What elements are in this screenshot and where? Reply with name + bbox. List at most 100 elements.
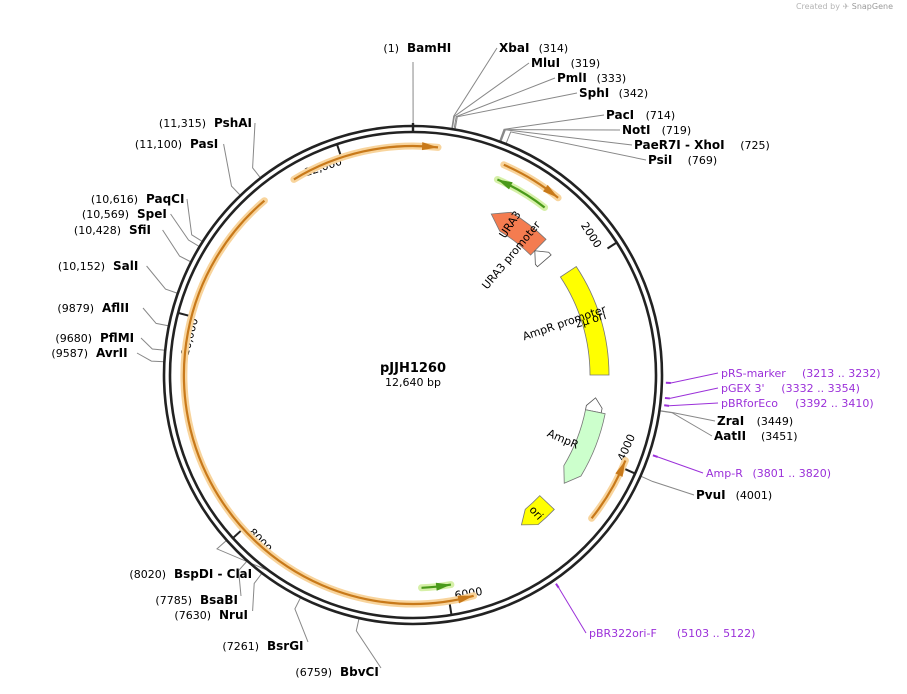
site-name: AatII — [714, 429, 746, 443]
site-bamhi[interactable]: BamHI(1) — [383, 41, 451, 55]
orf-arrow-long[interactable] — [182, 199, 474, 606]
site-leader-line — [499, 129, 621, 142]
credit-brand: SnapGene — [851, 2, 893, 11]
scale-tick — [606, 241, 618, 250]
site-leader-line — [453, 77, 556, 130]
site-position: (314) — [539, 42, 569, 55]
site-leader-line — [136, 352, 165, 363]
primer-range: (3213 .. 3232) — [802, 367, 881, 380]
site-position: (7785) — [155, 594, 192, 607]
site-leader-line — [140, 337, 166, 351]
site-leader-line — [223, 143, 241, 196]
site-avrii[interactable]: AvrII(9587) — [51, 346, 127, 360]
scale-tick — [624, 468, 636, 475]
site-pshai[interactable]: PshAI(11,315) — [159, 116, 252, 130]
site-name: PaeR7I - XhoI — [634, 138, 725, 152]
site-leader-line — [454, 92, 578, 130]
feature-label-ampr: AmpR — [545, 427, 581, 452]
site-leader-line — [252, 572, 263, 612]
site-mlui[interactable]: MluI(319) — [531, 56, 600, 70]
site-position: (333) — [597, 72, 627, 85]
feature-ura3[interactable] — [490, 211, 547, 256]
feature-2-ori[interactable] — [559, 265, 610, 376]
site-name: PsiI — [648, 153, 672, 167]
site-noti[interactable]: NotI(719) — [622, 123, 691, 137]
primer-range: (3801 .. 3820) — [753, 467, 832, 480]
site-psii[interactable]: PsiI(769) — [648, 153, 717, 167]
primer-leader-line — [558, 587, 587, 634]
site-sfii[interactable]: SfiI(10,428) — [74, 223, 151, 237]
primer-name: Amp-R — [706, 467, 743, 480]
site-leader-line — [146, 265, 178, 294]
site-leader-line — [500, 129, 633, 146]
site-position: (342) — [619, 87, 649, 100]
site-position: (10,616) — [91, 193, 138, 206]
snapgene-logo-icon: ✈ — [842, 2, 850, 11]
site-name: PacI — [606, 108, 634, 122]
site-zrai[interactable]: ZraI(3449) — [717, 414, 793, 428]
site-leader-line — [355, 617, 382, 669]
site-name: PaqCI — [146, 192, 184, 206]
site-pmli[interactable]: PmlI (333) — [557, 71, 626, 85]
site-aatii[interactable]: AatII(3451) — [714, 429, 798, 443]
primer-mark — [555, 583, 560, 589]
site-leader-line — [505, 131, 647, 161]
site-name: BspDI - ClaI — [174, 567, 252, 581]
site-name: BbvCI — [340, 665, 379, 679]
orf-arrow-green-bottom-head — [435, 582, 451, 591]
site-leader-line — [451, 47, 498, 130]
site-position: (725) — [740, 139, 770, 152]
scale-tick — [448, 603, 453, 616]
snapgene-credit: Created by ✈ SnapGene — [796, 2, 893, 11]
site-name: PmlI — [557, 71, 587, 85]
primer-leader-line — [669, 402, 719, 407]
site-leader-line — [294, 597, 309, 643]
primer-mark — [652, 454, 658, 458]
site-leader-line — [238, 560, 248, 597]
orf-arrows — [180, 142, 629, 608]
feature-ori[interactable] — [520, 495, 555, 526]
primer-name: pGEX 3' — [721, 382, 765, 395]
site-bbvci[interactable]: BbvCI(6759) — [295, 665, 378, 679]
site-position: (9879) — [57, 302, 94, 315]
site-bspdi-clai[interactable]: BspDI - ClaI(8020) — [129, 567, 252, 581]
orf-arrow-green-ura3-head — [497, 179, 513, 190]
orf-arrow-long-head — [457, 595, 474, 604]
primer-pbr322ori-f[interactable]: pBR322ori-F(5103 .. 5122) — [589, 627, 755, 640]
feature-ura3-promoter[interactable] — [534, 250, 552, 268]
site-bsrgi[interactable]: BsrGI(7261) — [222, 639, 303, 653]
site-position: (10,152) — [58, 260, 105, 273]
site-aflii[interactable]: AflII(9879) — [57, 301, 129, 315]
site-paqci[interactable]: PaqCI (10,616) — [91, 192, 185, 206]
orf-arrow-ampr-head — [615, 460, 626, 477]
site-leader-line — [170, 213, 200, 248]
site-position: (9587) — [51, 347, 88, 360]
site-sali[interactable]: SalI(10,152) — [58, 259, 138, 273]
primer-pbrforeco[interactable]: pBRforEco(3392 .. 3410) — [721, 397, 874, 410]
feature-ampr[interactable] — [563, 409, 606, 484]
site-name: BamHI — [407, 41, 451, 55]
site-labels: BamHI(1) XbaI(314)MluI(319)PmlI (333)SphI (… — [51, 41, 880, 679]
site-name: SphI — [579, 86, 609, 100]
orf-arrow-top[interactable] — [293, 144, 439, 181]
site-paci[interactable]: PacI(714) — [606, 108, 675, 122]
site-xbai[interactable]: XbaI(314) — [499, 41, 568, 55]
site-nrui[interactable]: NruI(7630) — [174, 608, 248, 622]
site-bsabi[interactable]: BsaBI (7785) — [155, 593, 238, 607]
primer-amp-r[interactable]: Amp-R (3801 .. 3820) — [706, 467, 831, 480]
site-name: BsaBI — [200, 593, 238, 607]
site-pflmi[interactable]: PflMI(9680) — [55, 331, 134, 345]
site-leader-line — [640, 475, 695, 496]
center-label: pJJH1260 12,640 bp — [380, 361, 446, 389]
site-name: PasI — [190, 137, 218, 151]
primer-prs-marker[interactable]: pRS-marker(3213 .. 3232) — [721, 367, 881, 380]
site-spei[interactable]: SpeI(10,569) — [82, 207, 167, 221]
site-pvui[interactable]: PvuI(4001) — [696, 488, 772, 502]
site-sphi[interactable]: SphI (342) — [579, 86, 648, 100]
primer-pgex-3[interactable]: pGEX 3'(3332 .. 3354) — [721, 382, 860, 395]
site-paer7i-xhoi[interactable]: PaeR7I - XhoI (725) — [634, 138, 770, 152]
site-pasi[interactable]: PasI(11,100) — [135, 137, 218, 151]
site-name: NotI — [622, 123, 651, 137]
